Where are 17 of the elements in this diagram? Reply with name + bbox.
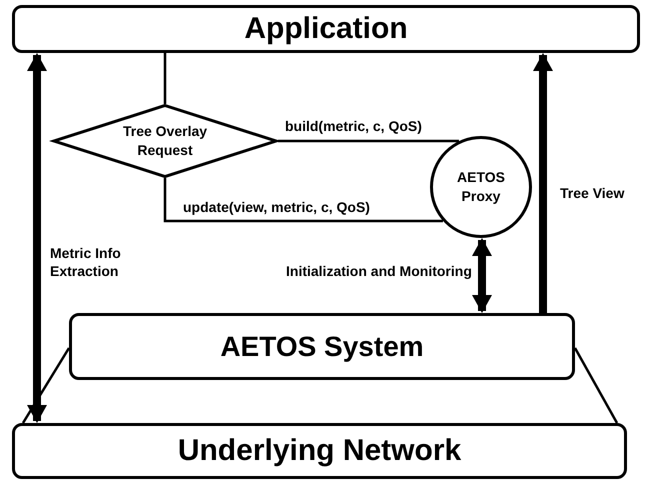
connector-line [278, 140, 459, 142]
arrow [533, 53, 553, 313]
connector-line [574, 347, 618, 424]
node-label: AETOS Proxy [456, 168, 506, 206]
layer-box [69, 313, 575, 380]
arrow [472, 238, 492, 313]
node-label: Underlying Network [178, 434, 462, 468]
node-label: Tree Overlay Request [122, 122, 208, 160]
node-label: AETOS System [220, 330, 424, 362]
layer-box [12, 5, 640, 53]
connector-line [22, 347, 70, 424]
arrow [27, 53, 47, 423]
connector-line [164, 178, 443, 222]
layer-box [12, 423, 627, 479]
decision-diamond [52, 104, 278, 178]
node-label: Application [244, 12, 408, 46]
connector-line [164, 53, 166, 104]
